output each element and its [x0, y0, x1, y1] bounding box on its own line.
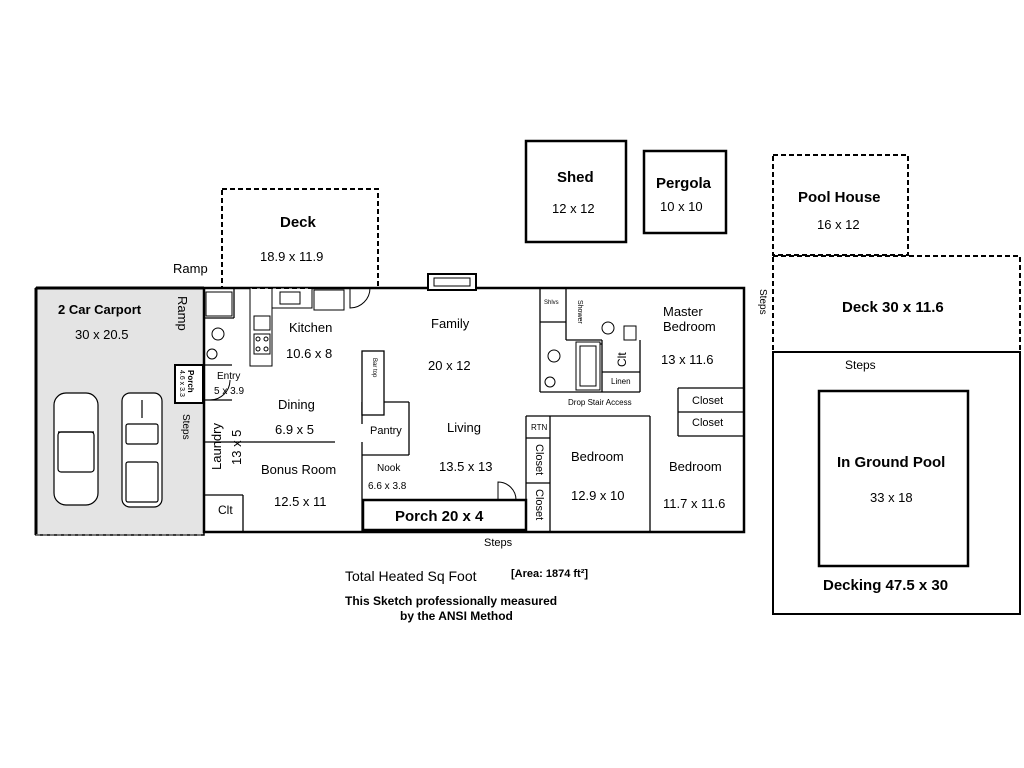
living-dims: 13.5 x 13 — [439, 459, 493, 474]
deck-name: Deck — [280, 214, 316, 231]
entry-dims: 5 x 3.9 — [214, 386, 245, 397]
pergola-outline — [642, 149, 728, 235]
bedroom2-dims: 11.7 x 11.6 — [663, 496, 726, 511]
dining-name: Dining — [278, 397, 315, 412]
fireplace — [427, 273, 477, 291]
decking-outline — [772, 351, 1021, 615]
bar-top — [361, 350, 385, 416]
nook-dims: 6.6 x 3.8 — [368, 481, 407, 492]
area-label: [Area: 1874 ft²] — [511, 568, 589, 580]
kitchen-dims: 10.6 x 8 — [286, 346, 333, 361]
porch-name: Porch 20 x 4 — [395, 508, 484, 525]
ramp-top-label: Ramp — [173, 261, 208, 276]
shower-label: Shower — [576, 300, 583, 324]
closet2-label: Closet — [692, 417, 724, 429]
kitchen-name: Kitchen — [289, 320, 333, 335]
pool-house-outline — [772, 154, 909, 256]
porch-outline — [361, 498, 528, 532]
rtn-label: RTN — [531, 423, 548, 432]
family-dims: 20 x 12 — [428, 358, 471, 373]
drop-stair-label: Drop Stair Access — [568, 398, 632, 407]
deck-dims: 18.9 x 11.9 — [260, 249, 324, 264]
closet4-label: Closet — [533, 489, 545, 521]
master-name-2: Bedroom — [663, 319, 716, 334]
shed-name: Shed — [557, 169, 594, 186]
kitchen-fixtures — [249, 287, 345, 367]
bonus-dims: 12.5 x 11 — [274, 494, 327, 509]
small-porch-name: Porch — [186, 370, 195, 393]
clt-laundry-label: Clt — [218, 503, 233, 517]
pool-deck-name: Deck 30 x 11.6 — [842, 299, 944, 316]
laundry-dims: 13 x 5 — [229, 429, 244, 465]
note-line-1: This Sketch professionally measured — [345, 594, 558, 608]
laundry-name: Laundry — [209, 423, 224, 470]
bonus-name: Bonus Room — [261, 462, 337, 477]
dining-dims: 6.9 x 5 — [275, 422, 315, 437]
carport-dims: 30 x 20.5 — [75, 327, 129, 342]
bath-fixtures — [205, 291, 637, 391]
master-dims: 13 x 11.6 — [661, 352, 714, 367]
bedroom2-name: Bedroom — [669, 459, 722, 474]
pool-house-dims: 16 x 12 — [817, 217, 860, 232]
shlvs-label: Shlvs — [544, 300, 559, 306]
decking-name: Decking 47.5 x 30 — [823, 577, 949, 594]
ramp-side-label: Ramp — [175, 296, 190, 331]
steps-right-label: Steps — [757, 289, 768, 315]
bar-label: Bar top — [371, 358, 377, 378]
pantry-label: Pantry — [370, 425, 402, 437]
carport-name: 2 Car Carport — [58, 302, 142, 317]
door-swings — [209, 287, 517, 501]
living-name: Living — [447, 420, 481, 435]
shed-outline — [524, 139, 628, 244]
pool-dims: 33 x 18 — [870, 490, 913, 505]
pergola-dims: 10 x 10 — [660, 199, 703, 214]
pergola-name: Pergola — [656, 175, 712, 192]
entry-name: Entry — [217, 371, 241, 382]
steps-carport-label: Steps — [180, 414, 191, 440]
linen-label: Linen — [611, 377, 631, 386]
car-icon — [53, 392, 99, 506]
note-line-2: by the ANSI Method — [400, 609, 513, 623]
closet3-label: Closet — [533, 444, 545, 476]
family-name: Family — [431, 316, 470, 331]
pool-name: In Ground Pool — [837, 454, 946, 471]
master-name-1: Master — [663, 304, 703, 319]
closet1-label: Closet — [692, 395, 724, 407]
pool-outline — [817, 389, 970, 568]
deck-outline — [221, 188, 379, 289]
small-porch-dims: 4.6 x 3.3 — [178, 370, 185, 397]
truck-icon — [121, 392, 163, 508]
bedroom1-dims: 12.9 x 10 — [571, 488, 625, 503]
bedroom1-name: Bedroom — [571, 449, 624, 464]
total-heated-label: Total Heated Sq Foot — [345, 568, 477, 584]
steps-pool-label: Steps — [845, 358, 876, 372]
clt-master-label: Clt — [615, 352, 629, 367]
shed-dims: 12 x 12 — [552, 201, 595, 216]
steps-bottom-label: Steps — [484, 537, 513, 549]
nook-name: Nook — [377, 463, 401, 474]
pool-house-name: Pool House — [798, 189, 881, 206]
